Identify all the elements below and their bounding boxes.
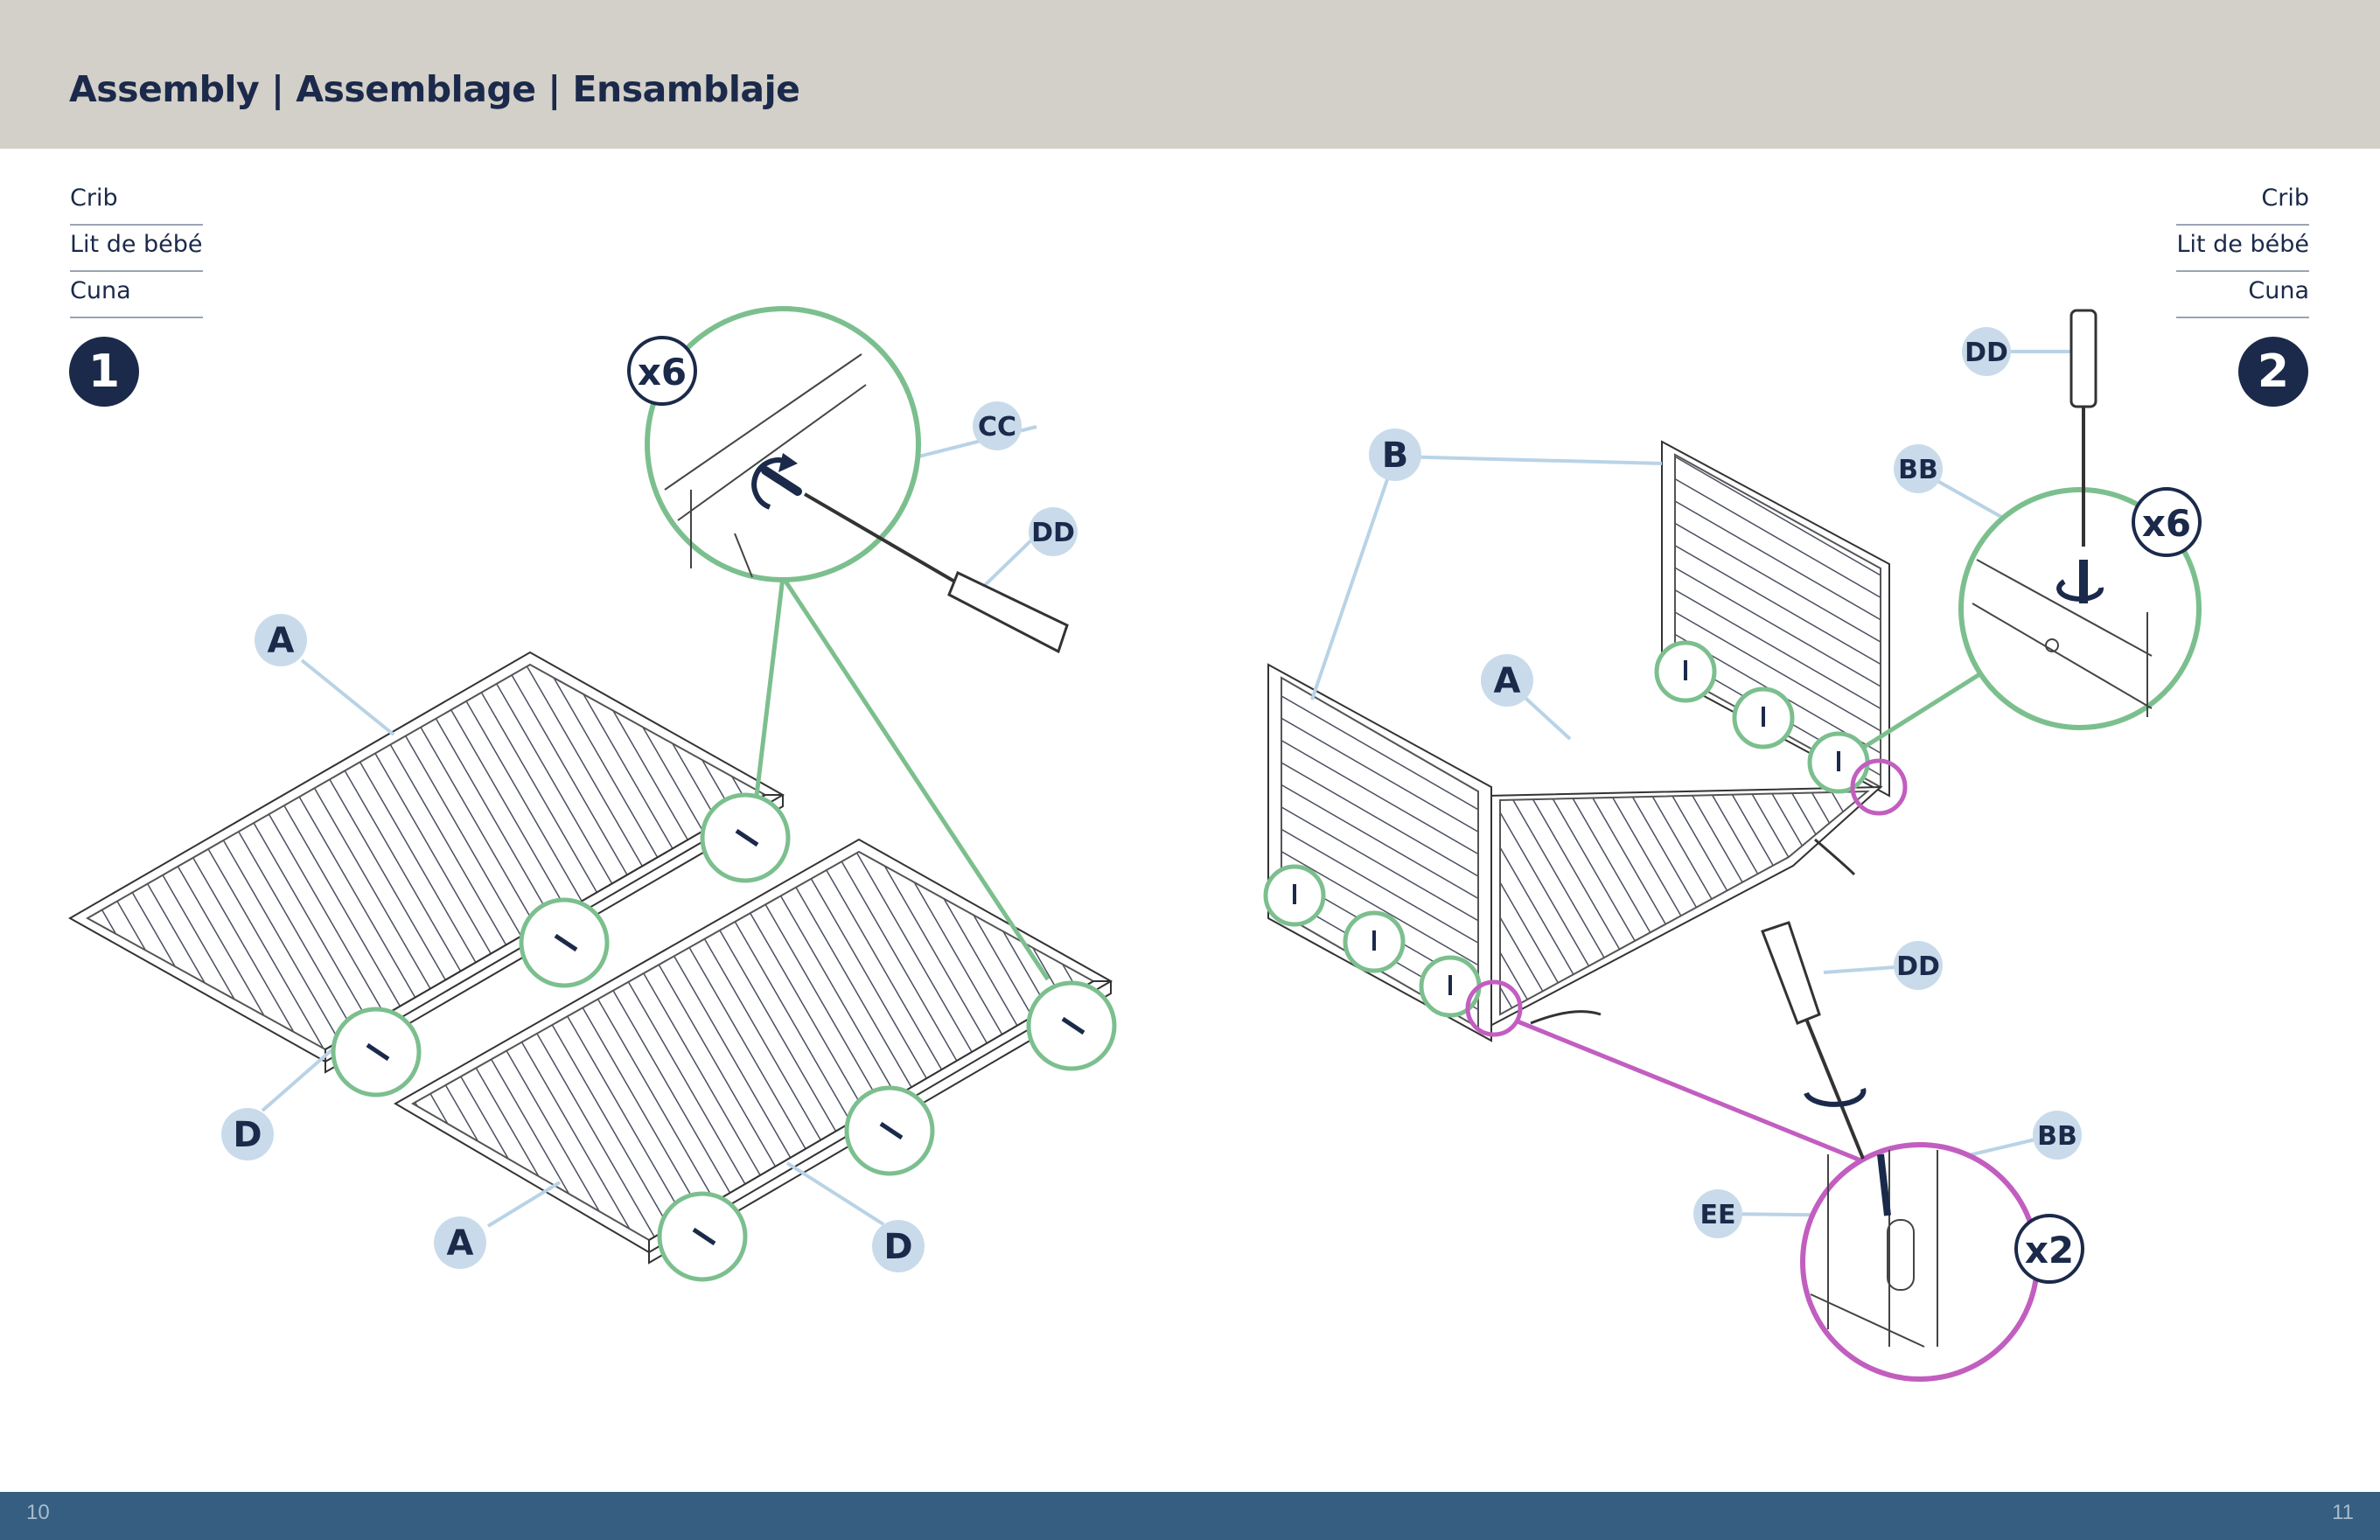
callout-dd: DD (1029, 507, 1078, 556)
svg-text:EE: EE (1700, 1200, 1736, 1230)
svg-text:DD: DD (1896, 951, 1940, 982)
svg-text:DD: DD (1031, 518, 1075, 548)
callout-cc: CC (973, 401, 1022, 450)
screwdriver-icon (805, 494, 1067, 652)
svg-text:BB: BB (1898, 455, 1938, 485)
page-number-right: 11 (2332, 1501, 2354, 1525)
svg-text:D: D (883, 1227, 912, 1267)
page-footer (0, 1492, 2380, 1540)
svg-text:A: A (447, 1223, 474, 1264)
svg-text:A: A (1494, 661, 1521, 701)
callout-a: A (1481, 654, 1533, 707)
svg-text:B: B (1382, 436, 1409, 476)
callout-bb: BB (2033, 1111, 2082, 1160)
svg-text:x2: x2 (2025, 1229, 2074, 1272)
svg-text:x6: x6 (2142, 502, 2191, 545)
callout-d: D (872, 1220, 925, 1272)
quantity-badge-x2: x2 (2016, 1216, 2083, 1282)
zoom-detail-step2-bolts (1762, 923, 2037, 1379)
screwdriver-icon (1762, 923, 1863, 1159)
callout-b: B (1369, 429, 1421, 481)
callout-bb: BB (1894, 444, 1943, 493)
svg-text:x6: x6 (638, 351, 687, 394)
callout-d: D (221, 1108, 274, 1160)
callout-a: A (255, 614, 307, 666)
svg-text:BB: BB (2037, 1121, 2077, 1152)
svg-text:CC: CC (978, 412, 1016, 442)
callout-dd: DD (1962, 327, 2011, 376)
quantity-badge-x6: x6 (2133, 489, 2200, 555)
svg-text:A: A (268, 621, 295, 661)
page-number-left: 10 (26, 1501, 50, 1525)
zoom-detail-step1 (647, 309, 1067, 652)
quantity-badge-x6: x6 (629, 338, 695, 404)
callout-ee: EE (1693, 1189, 1742, 1238)
callout-dd: DD (1894, 941, 1943, 990)
svg-text:DD: DD (1965, 338, 2008, 368)
callout-a: A (434, 1216, 486, 1269)
svg-text:D: D (233, 1115, 262, 1155)
assembly-illustration: A D A D CC DD x6 B (0, 0, 2380, 1492)
